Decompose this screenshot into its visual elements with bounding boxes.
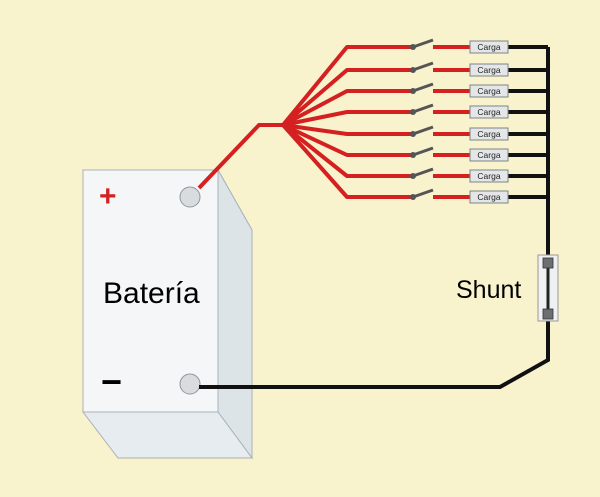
load-label: Carga (477, 86, 500, 96)
return-wire-shunt-to-battery (199, 320, 550, 389)
branch-wire (281, 123, 413, 178)
battery-label: Batería (103, 277, 200, 310)
negative-terminal (179, 373, 201, 395)
battery-front-face (82, 169, 219, 413)
load-box (469, 63, 509, 77)
negative-symbol: − (101, 361, 122, 402)
load-label: Carga (477, 192, 500, 202)
positive-wires (197, 45, 470, 199)
load-box (469, 148, 509, 162)
switch-blade (412, 38, 434, 49)
load-label: Carga (477, 129, 500, 139)
switch-blade (412, 61, 434, 72)
load-4: Carga (469, 105, 509, 119)
load-5: Carga (469, 127, 509, 141)
load-box (469, 40, 509, 54)
load-label: Carga (477, 150, 500, 160)
shunt: Shunt (456, 254, 559, 322)
switch-blade (412, 103, 434, 114)
switch-blade (412, 82, 434, 93)
load-box (469, 105, 509, 119)
load-box (469, 190, 509, 204)
load-1: Carga (469, 40, 509, 54)
load-6: Carga (469, 148, 509, 162)
load-2: Carga (469, 63, 509, 77)
branch-wire (282, 123, 413, 157)
load-box (469, 127, 509, 141)
load-label: Carga (477, 42, 500, 52)
branch-wire (281, 45, 413, 127)
load-box (469, 169, 509, 183)
branch-wire (282, 110, 413, 127)
positive-terminal (179, 186, 201, 208)
shunt-top-bolt (542, 257, 554, 269)
branch-wire (281, 123, 413, 199)
battery-right-face (217, 168, 253, 460)
switch-blade (412, 188, 434, 199)
shunt-label: Shunt (456, 276, 521, 304)
branch-wire (282, 123, 413, 136)
load-box (469, 84, 509, 98)
branch-wire (282, 89, 413, 127)
shunt-bottom-bolt (542, 308, 554, 320)
load-label: Carga (477, 65, 500, 75)
load-label: Carga (477, 107, 500, 117)
switch-blade (412, 146, 434, 157)
load-3: Carga (469, 84, 509, 98)
battery: + − Batería (81, 168, 253, 460)
load-8: Carga (469, 190, 509, 204)
positive-symbol: + (99, 180, 117, 213)
switch-blade (412, 167, 434, 178)
negative-wires (199, 47, 550, 389)
load-7: Carga (469, 169, 509, 183)
main-positive-wire (197, 123, 283, 190)
switch-blade (412, 125, 434, 136)
load-label: Carga (477, 171, 500, 181)
branch-wire (281, 68, 413, 127)
